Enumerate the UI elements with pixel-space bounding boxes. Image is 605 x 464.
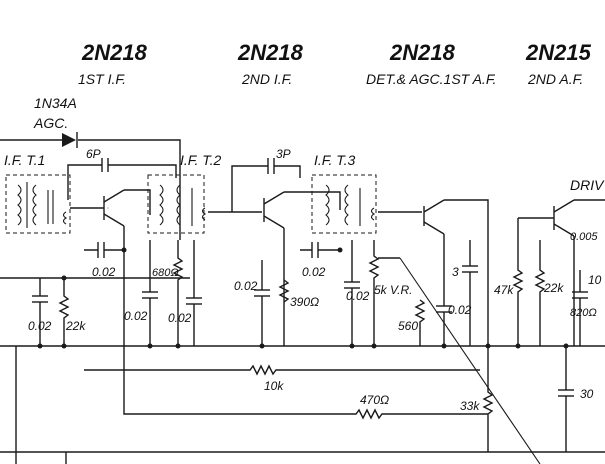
stage-3-role: DET.& AGC.1ST A.F. — [366, 71, 496, 87]
q3-collector — [423, 199, 445, 213]
stage-2-type: 2N218 — [237, 40, 304, 65]
junction-dot — [349, 343, 355, 349]
stage-2-role: 2ND I.F. — [241, 71, 292, 87]
cap-6p-label: 6P — [86, 147, 101, 161]
c-002-t2a-label: 0.02 — [124, 309, 148, 323]
junction-dot — [121, 247, 127, 253]
transformer-t1-label: I.F. T.1 — [4, 152, 45, 168]
r-33k-zigzag — [482, 346, 494, 452]
r-33k-label: 33k — [460, 399, 480, 413]
neutralize-6p-wire — [67, 164, 177, 200]
vr-5k-zigzag — [368, 240, 380, 346]
stage-4-role: 2ND A.F. — [527, 71, 583, 87]
r-10k-wire — [84, 364, 480, 376]
junction-dot — [371, 343, 377, 349]
junction-dot — [147, 343, 153, 349]
stage-4-type: 2N215 — [525, 40, 592, 65]
t3-out-coil — [370, 207, 376, 221]
junction-dot — [337, 247, 343, 253]
t3-primary-coil — [325, 184, 330, 226]
r-22k-b-zigzag — [534, 240, 546, 346]
r-820-label: 820Ω — [570, 307, 597, 319]
c-002-s3b-label: 0.02 — [448, 303, 472, 317]
diode-role: AGC. — [33, 115, 68, 131]
junction-dot — [441, 343, 447, 349]
junction-dot — [515, 343, 521, 349]
volume-knob-link — [399, 257, 541, 464]
transformer-t2-can — [147, 174, 205, 234]
junction-dot — [259, 343, 265, 349]
junction-dot — [563, 343, 569, 349]
c-0005-label: 0.005 — [570, 231, 598, 243]
q1-collector-lead — [124, 189, 151, 215]
t1-primary-coil — [17, 184, 22, 226]
vr-5k-label: 5k V.R. — [374, 283, 412, 297]
t2-secondary-coil — [176, 184, 181, 226]
r-470-label: 470Ω — [360, 393, 389, 407]
junction-dot — [61, 343, 67, 349]
junction-dot — [485, 343, 491, 349]
agc-line-right — [78, 139, 181, 240]
stage-3-type: 2N218 — [389, 40, 456, 65]
junction-dot — [37, 343, 43, 349]
r-680-zigzag — [172, 240, 184, 346]
stage-1-type: 2N218 — [81, 40, 148, 65]
t3-secondary-coil — [344, 184, 349, 226]
transformer-t3-label: I.F. T.3 — [314, 152, 355, 168]
diode-1n34a-symbol — [62, 133, 76, 147]
neutralize-3p-wire — [231, 165, 301, 212]
c-002-s2a-label: 0.02 — [234, 279, 258, 293]
q1-collector — [103, 189, 125, 203]
junction-dot — [61, 275, 67, 281]
r-47k-zigzag — [512, 218, 524, 346]
cap-3p-label: 3P — [276, 147, 291, 161]
stage-1-role: 1ST I.F. — [78, 71, 126, 87]
q1-emitter — [103, 213, 125, 227]
c-002-s3a-label: 0.02 — [346, 289, 370, 303]
r-47k-label: 47k — [494, 283, 514, 297]
t2-primary-coil — [159, 184, 164, 226]
c-002-s2b-label: 0.02 — [302, 265, 326, 279]
q1-emitter-lead — [123, 226, 300, 415]
q2-collector-lead — [284, 191, 341, 210]
r-470-wire — [300, 408, 488, 420]
r-22k-b-label: 22k — [543, 281, 564, 295]
r-22k-label: 22k — [65, 319, 86, 333]
r-390-zigzag — [278, 279, 290, 303]
c-10-label: 10 — [588, 273, 602, 287]
q2-emitter — [263, 215, 285, 229]
r-680-label: 680Ω — [152, 267, 179, 279]
t1-secondary-coil — [32, 184, 37, 226]
q3-emitter — [423, 221, 445, 235]
t1-out-coil — [62, 211, 68, 225]
c-3-label: 3 — [452, 265, 459, 279]
r-390-label: 390Ω — [290, 295, 319, 309]
transformer-t1-can — [5, 174, 71, 234]
transformer-t3-can — [311, 174, 377, 234]
r-560-label: 560 — [398, 319, 418, 333]
c-002-q1-label: 0.02 — [92, 265, 116, 279]
r-560-zigzag — [414, 299, 426, 346]
junction-dot — [175, 343, 181, 349]
transformer-t2-label: I.F. T.2 — [180, 152, 221, 168]
q4-collector — [553, 199, 575, 213]
c-30-label: 30 — [580, 387, 594, 401]
q4-emitter — [553, 223, 575, 237]
r-10k-label: 10k — [264, 379, 284, 393]
c-002-t2b-label: 0.02 — [168, 311, 192, 325]
c-002-left-label: 0.02 — [28, 319, 52, 333]
r-22k-zigzag — [58, 278, 70, 346]
t2-out-coil — [201, 207, 207, 221]
q2-collector — [263, 191, 285, 205]
q3-collector-lead — [444, 199, 489, 346]
diode-type: 1N34A — [34, 95, 77, 111]
driver-label: DRIV — [570, 177, 605, 193]
